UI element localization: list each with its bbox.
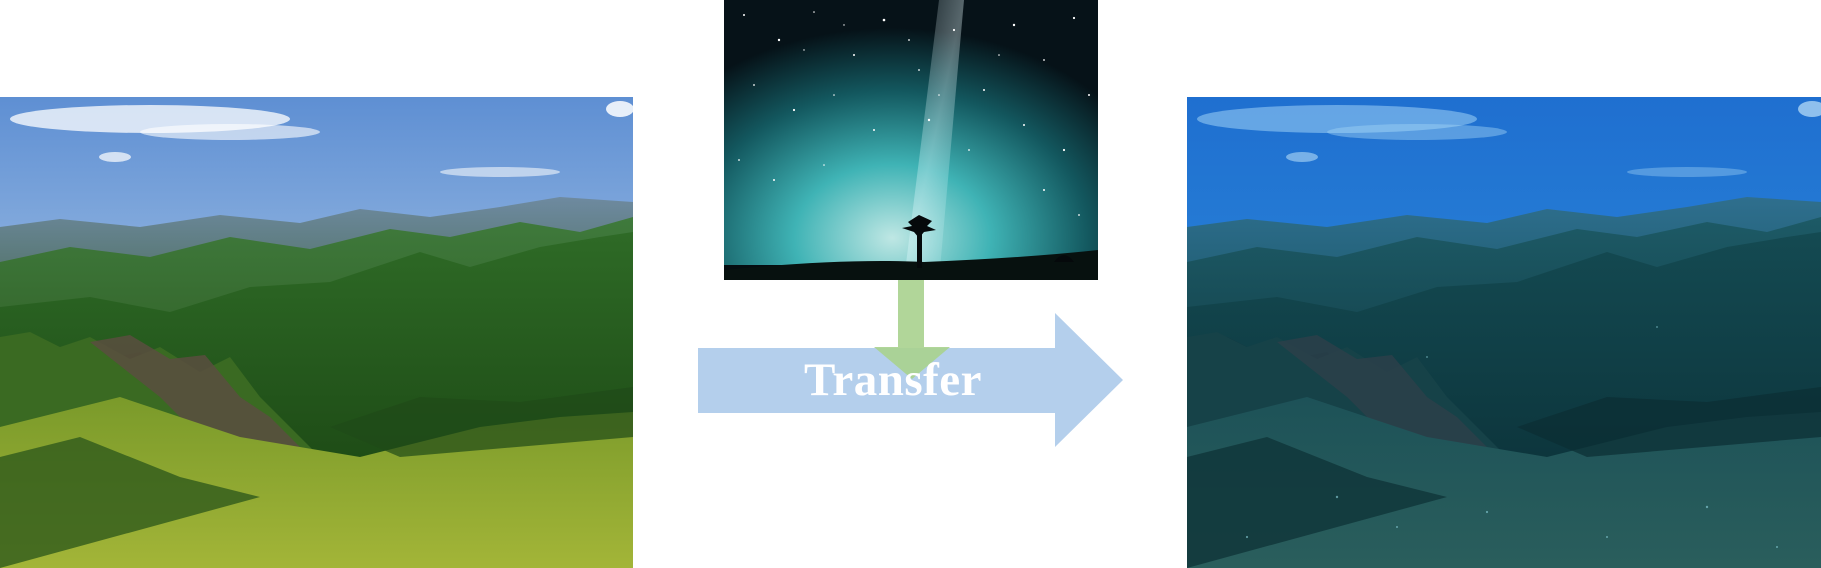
stylized-blue-mountain-valley-photo — [1187, 97, 1821, 568]
down-arrow — [874, 280, 950, 379]
transfer-label: Transfer — [803, 354, 983, 406]
style-image — [724, 0, 1098, 280]
result-image — [1187, 97, 1821, 568]
content-image — [0, 97, 633, 568]
transfer-arrow — [698, 313, 1123, 447]
starry-night-tree-photo — [724, 0, 1098, 280]
mountain-valley-photo — [0, 97, 633, 568]
